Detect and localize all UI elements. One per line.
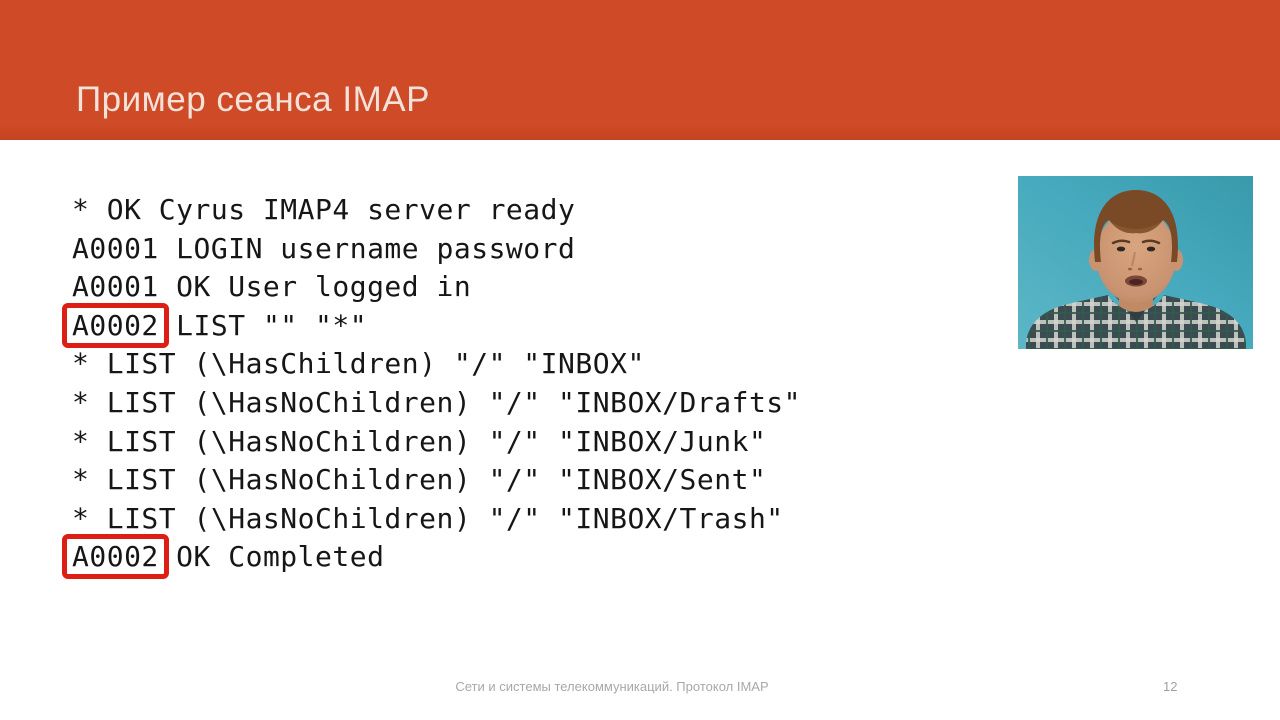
terminal-line: * LIST (\HasChildren) "/" "INBOX" (72, 347, 645, 381)
slide-title: Пример сеанса IMAP (76, 80, 430, 119)
eye-left (1116, 246, 1126, 252)
slide-page-number: 12 (1163, 679, 1178, 694)
terminal-line: * LIST (\HasNoChildren) "/" "INBOX/Draft… (72, 385, 802, 419)
hair-fringe (1109, 220, 1163, 234)
eyebrow-right (1141, 239, 1161, 245)
terminal-line: * LIST (\HasNoChildren) "/" "INBOX/Trash… (72, 501, 784, 535)
presenter-face (1096, 209, 1176, 303)
terminal-line: A0001 LOGIN username password (72, 231, 576, 265)
terminal-line: * LIST (\HasNoChildren) "/" "INBOX/Junk" (72, 424, 767, 458)
eyebrow-left (1111, 239, 1131, 245)
terminal-line: * LIST (\HasNoChildren) "/" "INBOX/Sent" (72, 463, 767, 497)
presenter-video (1018, 176, 1253, 349)
highlight-box: A0002 (62, 534, 169, 580)
slide-header-band: Пример сеанса IMAP (0, 0, 1280, 140)
presenter-hair (1094, 190, 1178, 262)
nostril-right (1137, 267, 1143, 271)
nose (1131, 251, 1136, 267)
nostril-left (1127, 267, 1133, 271)
mouth-inner (1129, 279, 1143, 285)
eye-right (1146, 246, 1156, 252)
terminal-line: A0002 LIST "" "*" (62, 302, 801, 348)
terminal-line: * OK Cyrus IMAP4 server ready (72, 193, 576, 226)
highlight-box: A0002 (62, 302, 169, 348)
terminal-line: A0002 OK Completed (62, 534, 801, 580)
presenter-illustration (1018, 176, 1253, 349)
terminal-line: A0001 OK User logged in (72, 270, 472, 304)
slide-footer: Сети и системы телекоммуникаций. Протоко… (455, 679, 769, 694)
